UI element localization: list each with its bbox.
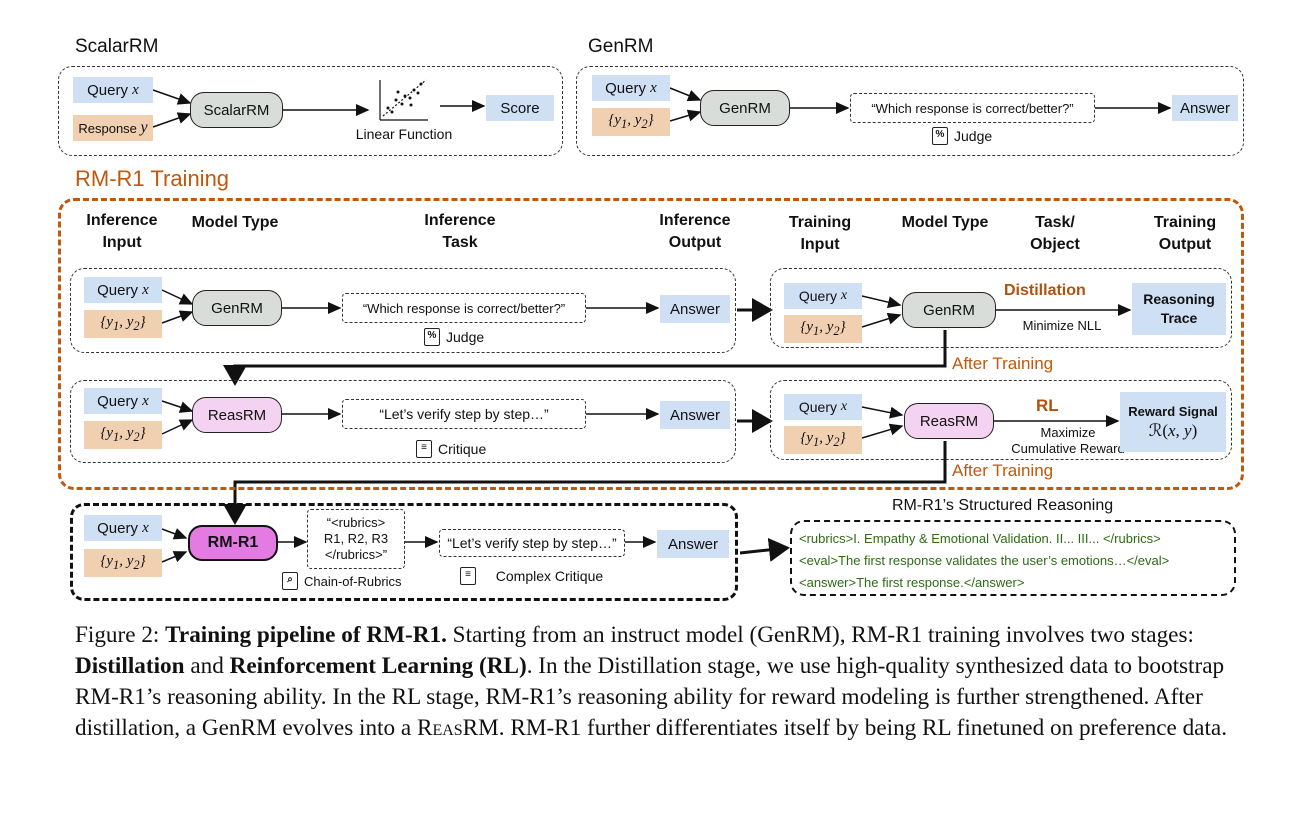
y-set-box: {y1, y2} bbox=[784, 426, 862, 454]
y-set-box: {y1, y2} bbox=[84, 421, 162, 449]
row1-inference-panel bbox=[70, 268, 736, 353]
y-set-box: {y1, y2} bbox=[592, 108, 670, 136]
eval-line: <eval>The first response validates the u… bbox=[799, 553, 1170, 568]
header-inference-input: Inference Input bbox=[86, 212, 158, 251]
rm-r1-model: RM-R1 bbox=[188, 525, 278, 561]
y-set-box: {y1, y2} bbox=[84, 310, 162, 338]
answer-box: Answer bbox=[1172, 95, 1238, 121]
rubrics-line: <rubrics>I. Empathy & Emotional Validati… bbox=[799, 531, 1161, 546]
percent-doc-icon: % bbox=[932, 127, 948, 145]
scalarrm-model: ScalarRM bbox=[190, 92, 283, 128]
score-box: Score bbox=[486, 95, 554, 121]
header-model-type-2: Model Type bbox=[901, 214, 989, 231]
figure-caption: Figure 2: Training pipeline of RM-R1. St… bbox=[75, 622, 1227, 741]
chain-of-rubrics-label: ⌕Chain-of-Rubrics bbox=[282, 572, 402, 590]
verify-step-text: “Let’s verify step by step…” bbox=[342, 399, 586, 429]
rubrics-text: “<rubrics> R1, R2, R3 </rubrics>” bbox=[307, 509, 405, 569]
genrm-model: GenRM bbox=[700, 90, 790, 126]
after-training-label-2: After Training bbox=[952, 461, 1054, 480]
judge-label: %Judge bbox=[932, 127, 992, 145]
header-inference-task: Inference Task bbox=[424, 212, 496, 251]
genrm-model: GenRM bbox=[192, 290, 282, 326]
query-x-box: Query x bbox=[784, 394, 862, 420]
scalarrm-panel bbox=[58, 66, 563, 156]
y-set-box: {y1, y2} bbox=[84, 549, 162, 577]
critique-label: ≡Critique bbox=[416, 440, 486, 458]
genrm-panel bbox=[576, 66, 1244, 156]
answer-box: Answer bbox=[660, 295, 730, 323]
rm-r1-training-title: RM-R1 Training bbox=[75, 166, 230, 191]
header-task-object: Task/ Object bbox=[1030, 214, 1080, 253]
maximize-reward-label: Maximize Cumulative Reward bbox=[1011, 425, 1125, 456]
row2-training-panel bbox=[770, 380, 1232, 460]
genrm-title: GenRM bbox=[588, 36, 654, 57]
minimize-nll-label: Minimize NLL bbox=[1022, 318, 1102, 333]
query-x-box: Query x bbox=[84, 388, 162, 414]
score-doc-icon: ≡ bbox=[460, 567, 476, 585]
caption-title: Training pipeline of RM-R1. bbox=[165, 622, 447, 648]
header-training-output: Training Output bbox=[1153, 214, 1217, 253]
answer-box: Answer bbox=[657, 530, 729, 558]
rl-label: RL bbox=[1036, 396, 1059, 415]
structured-reasoning-title: RM-R1’s Structured Reasoning bbox=[892, 497, 1114, 514]
training-panel bbox=[58, 198, 1244, 490]
distillation-label: Distillation bbox=[1004, 282, 1086, 299]
scalarrm-title: ScalarRM bbox=[75, 36, 159, 57]
linear-function-label: Linear Function bbox=[355, 126, 453, 142]
response-y-box: Response y bbox=[73, 115, 153, 141]
query-x-box: Query x bbox=[73, 77, 153, 103]
percent-doc-icon: % bbox=[424, 328, 440, 346]
row1-training-panel bbox=[770, 268, 1232, 348]
judge-label: %Judge bbox=[424, 328, 484, 346]
reward-signal-box: Reward Signal ℛ(x, y) bbox=[1120, 392, 1226, 452]
query-x-box: Query x bbox=[84, 277, 162, 303]
query-x-box: Query x bbox=[84, 515, 162, 541]
judge-question: “Which response is correct/better?” bbox=[850, 93, 1095, 123]
genrm-model: GenRM bbox=[902, 292, 996, 328]
y-set-box: {y1, y2} bbox=[784, 315, 862, 343]
reasoning-trace-box: Reasoning Trace bbox=[1132, 283, 1226, 335]
query-x-box: Query x bbox=[784, 283, 862, 309]
header-inference-output: Inference Output bbox=[659, 212, 731, 251]
after-training-label: After Training bbox=[952, 354, 1054, 373]
caption-label: Figure 2: bbox=[75, 622, 160, 648]
linear-function-icon bbox=[379, 79, 428, 121]
header-training-input: Training Input bbox=[788, 214, 852, 253]
rubric-search-icon: ⌕ bbox=[282, 572, 298, 590]
complex-critique-label: ≡ Complex Critique bbox=[460, 567, 603, 585]
reasrm-model: ReasRM bbox=[904, 403, 994, 439]
reasrm-model: ReasRM bbox=[192, 397, 282, 433]
answer-line: <answer>The first response.</answer> bbox=[799, 575, 1025, 590]
judge-question: “Which response is correct/better?” bbox=[342, 293, 586, 323]
query-x-box: Query x bbox=[592, 75, 670, 101]
header-model-type: Model Type bbox=[191, 214, 279, 231]
score-doc-icon: ≡ bbox=[416, 440, 432, 458]
rm-r1-panel bbox=[70, 503, 738, 601]
row2-inference-panel bbox=[70, 380, 736, 463]
verify-step-text: “Let’s verify step by step…” bbox=[439, 529, 625, 557]
structured-reasoning-panel bbox=[790, 520, 1236, 596]
answer-box: Answer bbox=[660, 401, 730, 429]
